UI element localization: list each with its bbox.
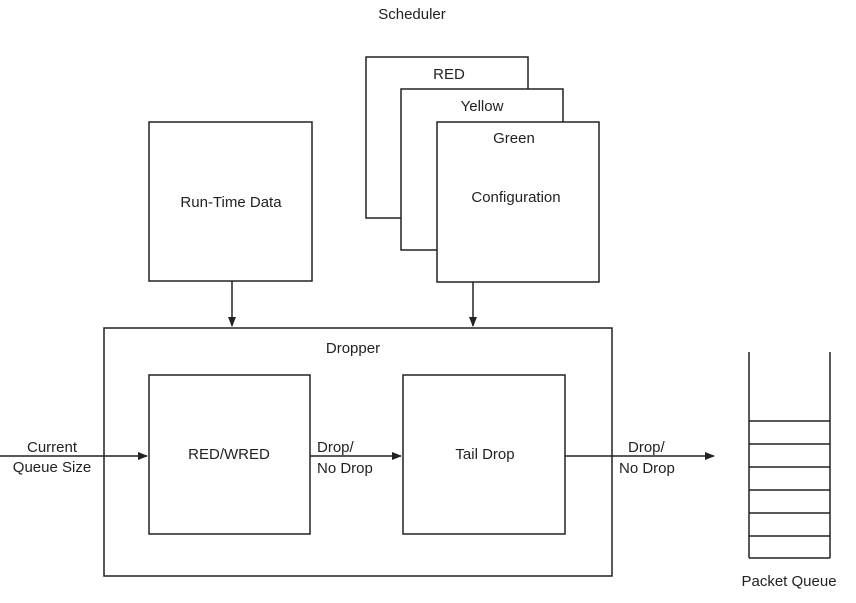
current-label: Current xyxy=(27,439,78,456)
dropper-box xyxy=(103,327,613,577)
drop-label-2: Drop/ xyxy=(628,439,666,456)
green-config-box xyxy=(436,121,600,283)
packet-queue-label: Packet Queue xyxy=(741,573,836,590)
yellow-label: Yellow xyxy=(461,98,504,115)
red-label: RED xyxy=(433,66,465,83)
runtime-data-box xyxy=(148,121,313,282)
green-label: Green xyxy=(493,130,535,147)
tail-drop-label: Tail Drop xyxy=(455,446,514,463)
red-wred-box xyxy=(148,374,311,535)
scheduler-label: Scheduler xyxy=(378,6,446,23)
packet-queue xyxy=(748,352,831,559)
red-wred-label: RED/WRED xyxy=(188,446,270,463)
no-drop-label-2: No Drop xyxy=(619,460,675,477)
configuration-label: Configuration xyxy=(471,189,560,206)
no-drop-label-1: No Drop xyxy=(317,460,373,477)
runtime-data-label: Run-Time Data xyxy=(180,194,282,211)
drop-label-1: Drop/ xyxy=(317,439,355,456)
queue-size-label: Queue Size xyxy=(13,459,91,476)
dropper-label: Dropper xyxy=(326,340,380,357)
tail-drop-box xyxy=(402,374,566,535)
